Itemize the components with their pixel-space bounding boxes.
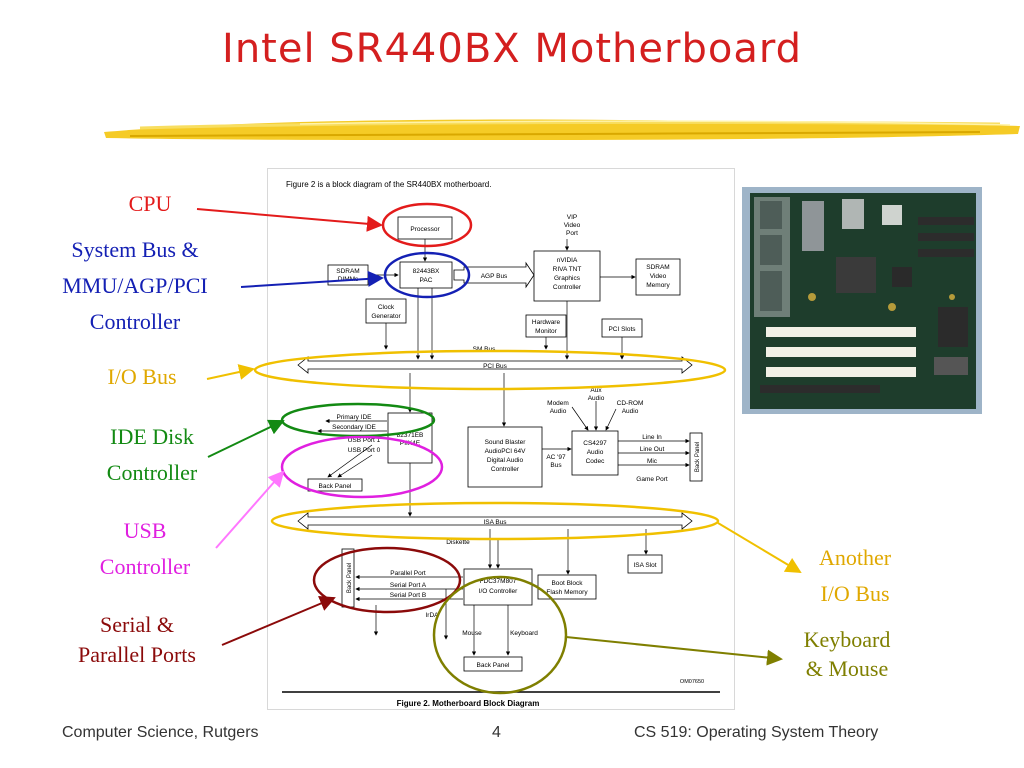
- hw-monitor-text-1: Hardware: [532, 319, 561, 326]
- sdram-video-text-2: Video: [650, 273, 667, 280]
- ac97-text-2: Bus: [550, 462, 562, 469]
- keyboard-mouse-label: Keyboard & Mouse: [803, 627, 891, 681]
- clock-text-2: Generator: [371, 313, 401, 320]
- another-io-bus-label: Another I/O Bus: [818, 545, 892, 606]
- figure-caption: Figure 2. Motherboard Block Diagram: [397, 699, 540, 708]
- cs4297-text-1: CS4297: [583, 440, 607, 447]
- pci-bus-text: PCI Bus: [483, 363, 508, 370]
- serial-a-text: Serial Port A: [390, 582, 427, 589]
- hw-monitor-text-2: Monitor: [535, 328, 558, 335]
- mic-text: Mic: [647, 458, 658, 465]
- nvidia-text-1: nVIDIA: [557, 257, 578, 264]
- sm-bus-text: SM Bus: [473, 346, 497, 353]
- secondary-ide-text: Secondary IDE: [332, 424, 376, 431]
- sound-blaster-box: [467, 426, 543, 488]
- serial-parallel-label: Serial & Parallel Ports: [78, 612, 196, 667]
- block-diagram: Figure 2 is a block diagram of the SR440…: [267, 168, 735, 710]
- mouse-text: Mouse: [462, 630, 482, 637]
- ac97-text-1: AC '97: [546, 454, 566, 461]
- isa-slot-text: ISA Slot: [633, 562, 656, 569]
- back-panel-bottom-text: Back Panel: [477, 662, 510, 669]
- boot-block-text-1: Boot Block: [551, 580, 583, 587]
- sdram-dimms-text-1: SDRAM: [336, 268, 359, 275]
- usb-controller-label: USB Controller: [99, 518, 191, 579]
- ide-controller-label: IDE Disk Controller: [106, 424, 198, 485]
- diagram-intro: Figure 2 is a block diagram of the SR440…: [286, 180, 491, 189]
- footer-right: CS 519: Operating System Theory: [634, 724, 879, 741]
- footer-left: Computer Science, Rutgers: [62, 724, 259, 741]
- block-diagram-svg: Figure 2 is a block diagram of the SR440…: [282, 180, 720, 708]
- cs4297-text-2: Audio: [587, 449, 604, 456]
- clock-text-1: Clock: [378, 304, 395, 311]
- back-panel-usb-text: Back Panel: [319, 483, 352, 490]
- vip-text-1: VIP: [567, 214, 577, 221]
- io-controller-text-2: I/O Controller: [479, 588, 518, 595]
- sound-blaster-text-2: AudioPCI 64V: [485, 448, 526, 455]
- modem-audio-text-1: Modem: [547, 400, 569, 407]
- cpu-label: CPU: [128, 191, 172, 216]
- io-bus-label: I/O Bus: [107, 364, 177, 389]
- title-underline-brush: [104, 119, 1020, 140]
- piix-text-2: PIIX4E: [400, 440, 421, 447]
- pac-text-1: 82443BX: [413, 268, 440, 275]
- agp-bus-text: AGP Bus: [481, 273, 508, 280]
- vip-text-2: Video: [564, 222, 581, 229]
- pac-text-2: PAC: [420, 277, 433, 284]
- processor-text: Processor: [410, 226, 440, 233]
- nvidia-text-4: Controller: [553, 284, 582, 291]
- sound-blaster-text-4: Controller: [491, 466, 520, 473]
- aux-audio-text-2: Audio: [588, 395, 605, 402]
- io-controller-text-1: FDC37M807: [480, 578, 517, 585]
- game-port-text: Game Port: [636, 476, 668, 483]
- irda-text: IrDA: [426, 612, 440, 619]
- back-panel-left-text: Back Panel: [347, 563, 353, 593]
- sdram-video-text-3: Memory: [646, 282, 670, 289]
- io-controller-box: [463, 568, 533, 606]
- cdrom-audio-text-1: CD-ROM: [617, 400, 644, 407]
- back-panel-right-text: Back Panel: [695, 442, 701, 472]
- system-bus-label: System Bus & MMU/AGP/PCI Controller: [62, 237, 208, 334]
- primary-ide-text: Primary IDE: [336, 414, 372, 421]
- modem-audio-text-2: Audio: [550, 408, 567, 415]
- motherboard-photo: [742, 187, 982, 414]
- usb-port1-text: USB Port 1: [348, 437, 381, 444]
- sound-blaster-text-1: Sound Blaster: [485, 439, 527, 446]
- sdram-dimms-text-2: DIMMs: [338, 276, 359, 283]
- piix-text-1: 82371EB: [397, 432, 424, 439]
- cs4297-box: [571, 430, 619, 476]
- om-code-text: OM07650: [680, 679, 704, 685]
- diskette-text: Diskette: [446, 539, 470, 546]
- isa-slot-box: [627, 554, 663, 574]
- nvidia-text-3: Graphics: [554, 275, 581, 282]
- sdram-video-box: [635, 258, 681, 296]
- slide-title: Intel SR440BX Motherboard: [222, 26, 802, 72]
- clock-box: [365, 298, 407, 324]
- keyboard-text: Keyboard: [510, 630, 538, 637]
- line-out-text: Line Out: [640, 446, 665, 453]
- cs4297-text-3: Codec: [586, 458, 606, 465]
- sound-blaster-text-3: Digital Audio: [487, 457, 524, 464]
- usb-port0-text: USB Port 0: [348, 447, 381, 454]
- vip-text-3: Port: [566, 230, 578, 237]
- cdrom-audio-text-2: Audio: [622, 408, 639, 415]
- sdram-video-text-1: SDRAM: [646, 264, 669, 271]
- aux-audio-text-1: Aux: [590, 387, 602, 394]
- footer-page-number: 4: [492, 724, 501, 741]
- boot-block-text-2: Flash Memory: [546, 589, 588, 596]
- io-bus-pointer: [206, 364, 255, 380]
- parallel-port-text: Parallel Port: [390, 570, 426, 577]
- back-panel-right-box: [689, 432, 703, 482]
- pac-box: [399, 261, 453, 289]
- serial-b-text: Serial Port B: [390, 592, 427, 599]
- nvidia-text-2: RIVA TNT: [553, 266, 582, 273]
- line-in-text: Line In: [642, 434, 662, 441]
- isa-bus-text: ISA Bus: [483, 519, 507, 526]
- pci-slots-text: PCI Slots: [608, 326, 636, 333]
